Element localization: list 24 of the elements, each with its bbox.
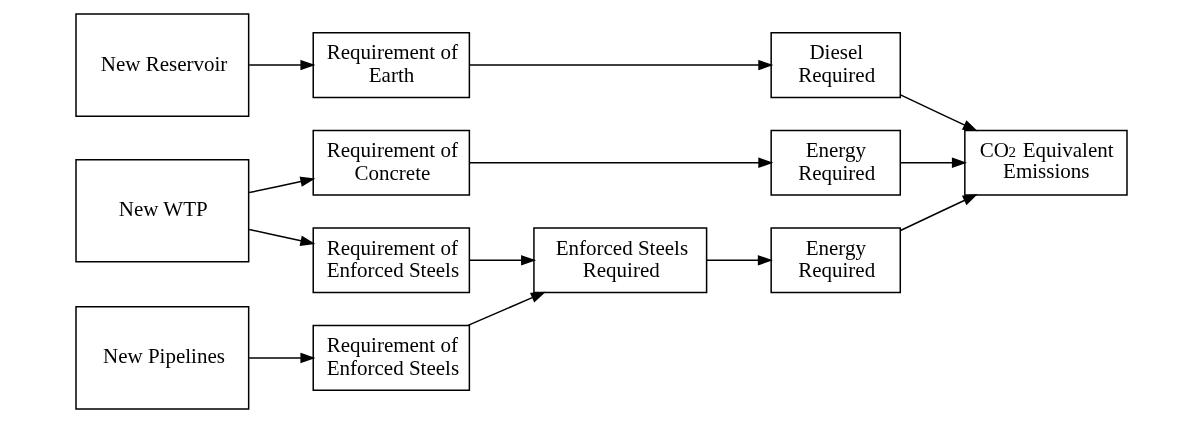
node-box: Requirement of Enforced Steels	[312, 324, 471, 391]
arrow	[248, 176, 316, 194]
arrow	[469, 255, 537, 266]
node-box: Diesel Required	[770, 32, 902, 99]
node-box: Energy Required	[770, 227, 902, 294]
arrow	[469, 157, 774, 168]
arrow	[706, 255, 773, 266]
arrow	[248, 228, 316, 246]
arrow	[467, 291, 546, 327]
node-box: Requirement of Enforced Steels	[312, 227, 471, 294]
node-box: New Pipelines	[75, 306, 250, 410]
arrow	[469, 59, 774, 71]
node-box: New WTP	[75, 158, 250, 263]
arrow	[899, 94, 978, 132]
arrow	[899, 157, 967, 168]
node-box: New Reservoir	[75, 13, 250, 117]
arrow	[248, 59, 316, 71]
node-box: CO2 Equivalent Emissions	[964, 129, 1128, 196]
node-box: Enforced Steels Required	[533, 227, 708, 294]
node-box: Requirement of Earth	[312, 32, 471, 99]
arrow	[899, 194, 978, 232]
node-box: Energy Required	[770, 129, 902, 196]
arrow	[248, 352, 316, 364]
node-box: Requirement of Concrete	[312, 129, 471, 196]
